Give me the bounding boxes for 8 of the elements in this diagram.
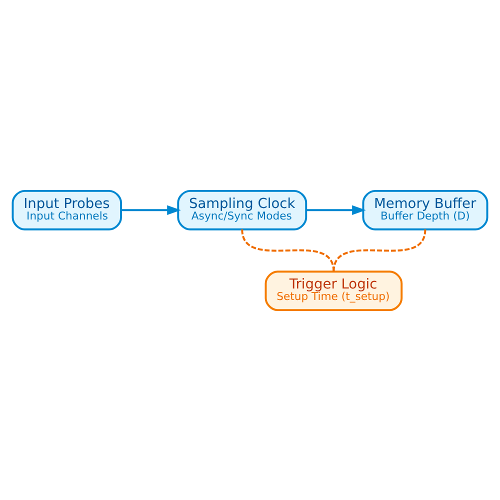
arrow (121, 204, 181, 214)
arrow (306, 204, 366, 214)
node-box: Sampling Clock Async/Sync Modes (177, 189, 308, 230)
node-box: Memory Buffer Buffer Depth (D) (362, 189, 488, 230)
connector (241, 228, 335, 272)
connector (332, 228, 426, 272)
node-box: Input Probes Input Channels (12, 189, 122, 230)
node-box: Trigger Logic Setup Time (t_setup) (264, 270, 403, 311)
